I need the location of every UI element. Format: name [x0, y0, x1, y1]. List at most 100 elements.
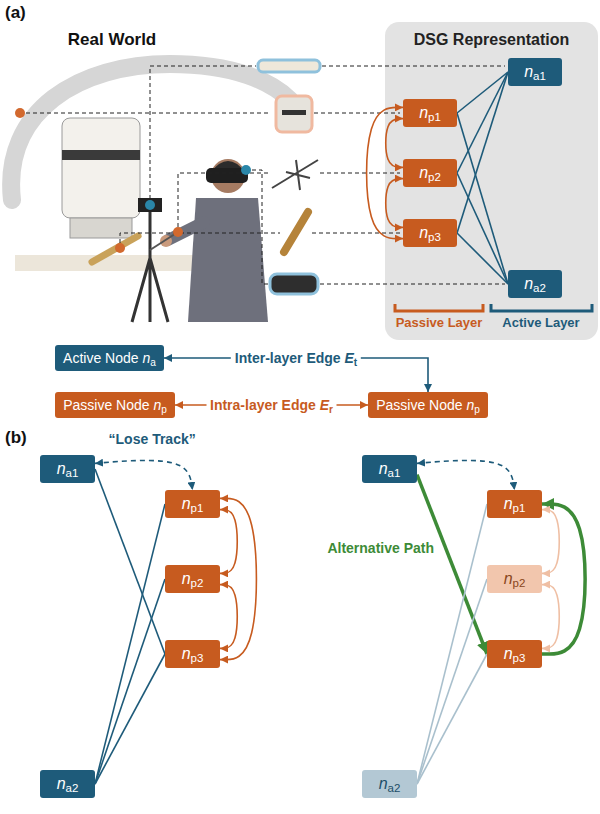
dsg-panel-ground [385, 22, 598, 340]
leader-line [178, 173, 270, 227]
connector [542, 504, 585, 654]
marker-dot [241, 165, 251, 175]
symbol-letter: n [504, 570, 513, 587]
connector [457, 72, 508, 233]
marker-dot [115, 243, 125, 253]
subscript: a1 [66, 468, 79, 480]
node-label: Passive Node np [63, 397, 167, 414]
layer-bracket [491, 304, 592, 311]
c-arm-icon-band [282, 110, 306, 115]
symbol-letter: n [182, 645, 191, 662]
graph-panel: DSG Representationna1np1np2np3na2 [385, 22, 598, 340]
connector [457, 72, 508, 113]
node-label: na2 [57, 774, 79, 793]
leader-line [320, 284, 505, 285]
node-label: Active Node na [63, 350, 156, 367]
node-label: np2 [182, 569, 204, 588]
connector [95, 654, 165, 784]
edge-label: Inter-layer Edge Et [231, 350, 361, 367]
connector [95, 460, 193, 490]
c-arm-icon [276, 96, 312, 132]
connector [457, 173, 508, 284]
connector [542, 585, 559, 649]
symbol-letter: n [182, 570, 191, 587]
subscript: p2 [428, 172, 441, 184]
subscript: p [161, 404, 167, 415]
text-run: Intra-layer Edge [210, 397, 320, 413]
graph-node: na1 [40, 455, 95, 483]
node-label: DSG Representation [385, 30, 598, 49]
node-label: np1 [504, 494, 526, 513]
subscript: p3 [428, 232, 441, 244]
symbol-letter: n [524, 275, 533, 292]
subscript: p3 [513, 653, 526, 665]
connector [457, 72, 508, 173]
leader-line [312, 233, 400, 234]
figure-label: (b) [5, 428, 27, 448]
layer-bracket [395, 304, 483, 311]
text-run: Passive Node [63, 397, 153, 413]
graph-node: Active Node na [55, 345, 164, 371]
edge-label: Alternative Path [327, 540, 434, 557]
node-label: np3 [182, 644, 204, 663]
connector [457, 113, 508, 284]
symbol-letter: n [504, 645, 513, 662]
figure-label: Active Layer [502, 315, 579, 331]
connector [386, 119, 403, 168]
bone-icon [284, 212, 308, 252]
subscript: p3 [191, 653, 204, 665]
symbol-letter: n [57, 460, 66, 477]
symbol-letter: n [466, 397, 474, 413]
subscript: p1 [513, 503, 526, 515]
graph-node: np2 [165, 565, 220, 593]
text-run: Active Node [63, 350, 142, 366]
node-label: np1 [419, 103, 441, 122]
graph-node: np3 [403, 219, 457, 247]
graph-node: Passive Node np [55, 392, 175, 418]
person-body [188, 198, 268, 322]
symbol-letter: n [379, 775, 388, 792]
subscript: p2 [191, 578, 204, 590]
leader-line [322, 66, 505, 67]
subscript: a2 [388, 783, 401, 795]
connector [95, 579, 165, 784]
symbol-letter: n [419, 224, 428, 241]
bone-phantom [92, 236, 138, 262]
tracker-icon [258, 60, 320, 72]
headset-icon [270, 274, 318, 294]
leader-line [314, 113, 400, 114]
connector [417, 654, 487, 784]
subscript: r [329, 404, 333, 415]
graph-node: np3 [165, 640, 220, 668]
leader-line [252, 170, 268, 284]
node-label: na1 [524, 62, 546, 81]
c-arm [11, 64, 290, 200]
node-label: na2 [379, 774, 401, 793]
subscript: a1 [533, 71, 546, 83]
tracking-camera [138, 198, 162, 212]
graph-node: np3 [487, 640, 542, 668]
subscript: t [354, 357, 357, 368]
connector [417, 460, 515, 490]
tripod [132, 212, 168, 322]
node-label: np3 [504, 644, 526, 663]
connector [95, 469, 165, 654]
node-label: np1 [182, 494, 204, 513]
connector [542, 510, 559, 574]
text-run: Passive Node [376, 397, 466, 413]
subscript: a [150, 357, 156, 368]
symbol-letter: n [153, 397, 161, 413]
subscript: p1 [191, 503, 204, 515]
node-label: Passive Node np [376, 397, 480, 414]
symbol-letter: E [320, 397, 329, 413]
graph-node: na1 [508, 58, 562, 86]
symbol-letter: n [182, 495, 191, 512]
symbol-letter: n [419, 104, 428, 121]
graph-node: np1 [403, 99, 457, 127]
graph-node: np1 [487, 490, 542, 518]
leader-line [320, 173, 400, 174]
person-arm [168, 222, 204, 240]
marker-dot [173, 227, 183, 237]
connector [220, 585, 237, 649]
